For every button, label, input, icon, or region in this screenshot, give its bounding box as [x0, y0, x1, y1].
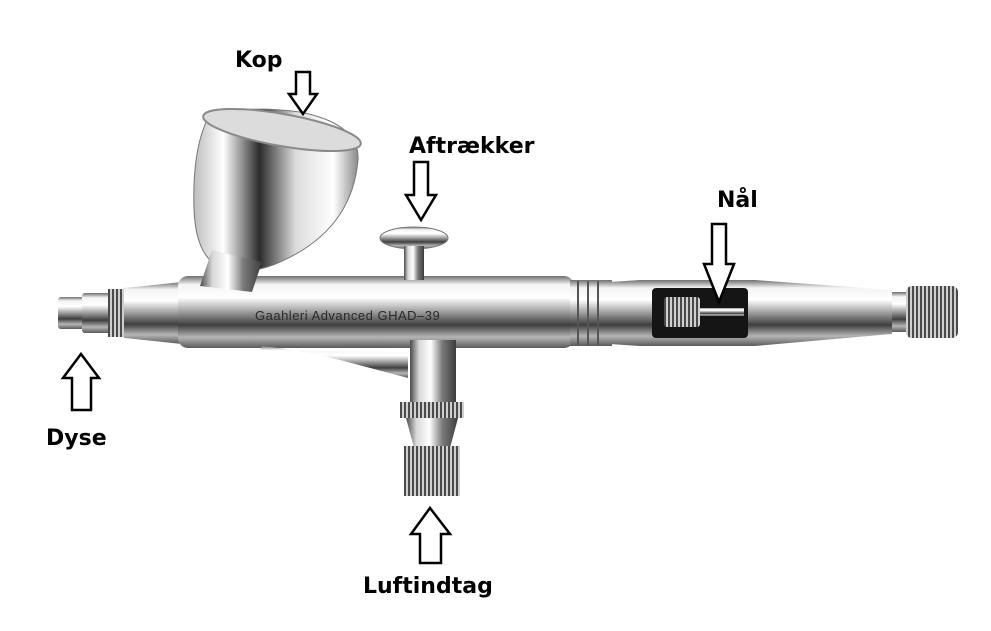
trigger-arrow-icon: [403, 160, 439, 223]
label-air-intake: Luftindtag: [363, 574, 493, 599]
label-cup: Kop: [235, 48, 283, 73]
body-engraving: Gaahleri Advanced GHAD–39: [255, 308, 440, 323]
airbrush-body: [178, 276, 958, 378]
label-nozzle: Dyse: [46, 426, 107, 451]
trigger: [379, 226, 449, 280]
cup-arrow-icon: [286, 70, 320, 117]
nozzle-arrow-icon: [60, 351, 102, 412]
nozzle: [58, 282, 182, 344]
label-trigger: Aftrækker: [409, 134, 535, 159]
label-needle: Nål: [717, 188, 758, 213]
air-intake-arrow-icon: [408, 505, 453, 565]
needle-arrow-icon: [702, 222, 736, 306]
air-intake: [400, 340, 464, 496]
paint-cup: [193, 107, 362, 292]
